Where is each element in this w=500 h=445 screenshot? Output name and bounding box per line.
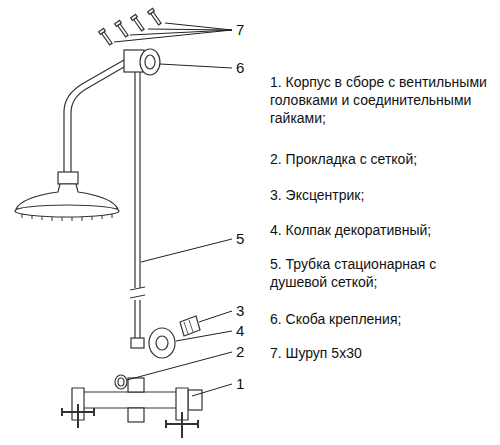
part-list-item: 5. Трубка стационарная с душевой сеткой;: [270, 255, 492, 291]
part-list-item: 7. Шуруп 5х30: [270, 344, 492, 362]
stationary-tube: [130, 72, 145, 348]
part-list-item: 3. Эксцентрик;: [270, 186, 492, 204]
part-list-item: 6. Скоба крепления;: [270, 310, 492, 328]
leader-lines: [114, 23, 232, 396]
part-list-item: 4. Колпак декоративный;: [270, 221, 492, 239]
callout-number: 6: [236, 60, 256, 76]
decorative-cap: [149, 328, 175, 358]
callout-number: 3: [236, 303, 256, 319]
callout-number: 7: [236, 22, 256, 38]
eccentric: [180, 316, 200, 336]
wall-bracket: [124, 49, 160, 75]
shower-head: [15, 172, 119, 221]
shower-arm: [64, 60, 124, 172]
gasket: [115, 375, 127, 389]
callout-number: 1: [236, 376, 256, 392]
callout-number: 5: [236, 231, 256, 247]
callout-number: 2: [236, 344, 256, 360]
callout-number: 4: [236, 323, 256, 339]
part-list-item: 2. Прокладка с сеткой;: [270, 150, 492, 168]
part-list-item: 1. Корпус в сборе с вентильными головкам…: [270, 73, 492, 127]
mixer-body: [62, 378, 202, 438]
